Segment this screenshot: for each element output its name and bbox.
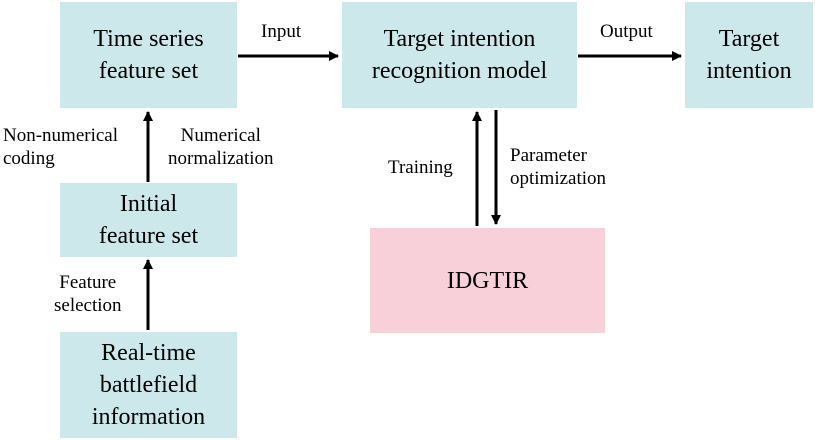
initial-label: Initial feature set [98,191,199,249]
non-numerical-coding-label: Non-numerical coding [3,125,119,169]
model-label: Target intention recognition model [371,26,548,84]
realtime-label: Real-time battlefield information [91,340,206,430]
real-time-battlefield-information-box: Real-time battlefield information [60,332,237,438]
input-label: Input [261,21,302,42]
parameter-optimization-label: Parameter optimization [510,145,607,189]
time-series-feature-set-box: Time series feature set [60,2,237,108]
idgtir-label: IDGTIR [446,267,529,294]
idgtir-box: IDGTIR [370,228,605,333]
target-intention-label: Target intention [706,26,792,84]
time-series-label: Time series feature set [93,26,204,84]
initial-feature-set-box: Initial feature set [60,183,237,257]
output-label: Output [600,21,653,42]
training-label: Training [388,157,453,178]
target-intention-recognition-model-box: Target intention recognition model [342,2,577,108]
numerical-normalization-label: Numerical normalization [168,125,274,169]
feature-selection-label: Feature selection [54,272,122,316]
target-intention-box: Target intention [685,2,813,108]
